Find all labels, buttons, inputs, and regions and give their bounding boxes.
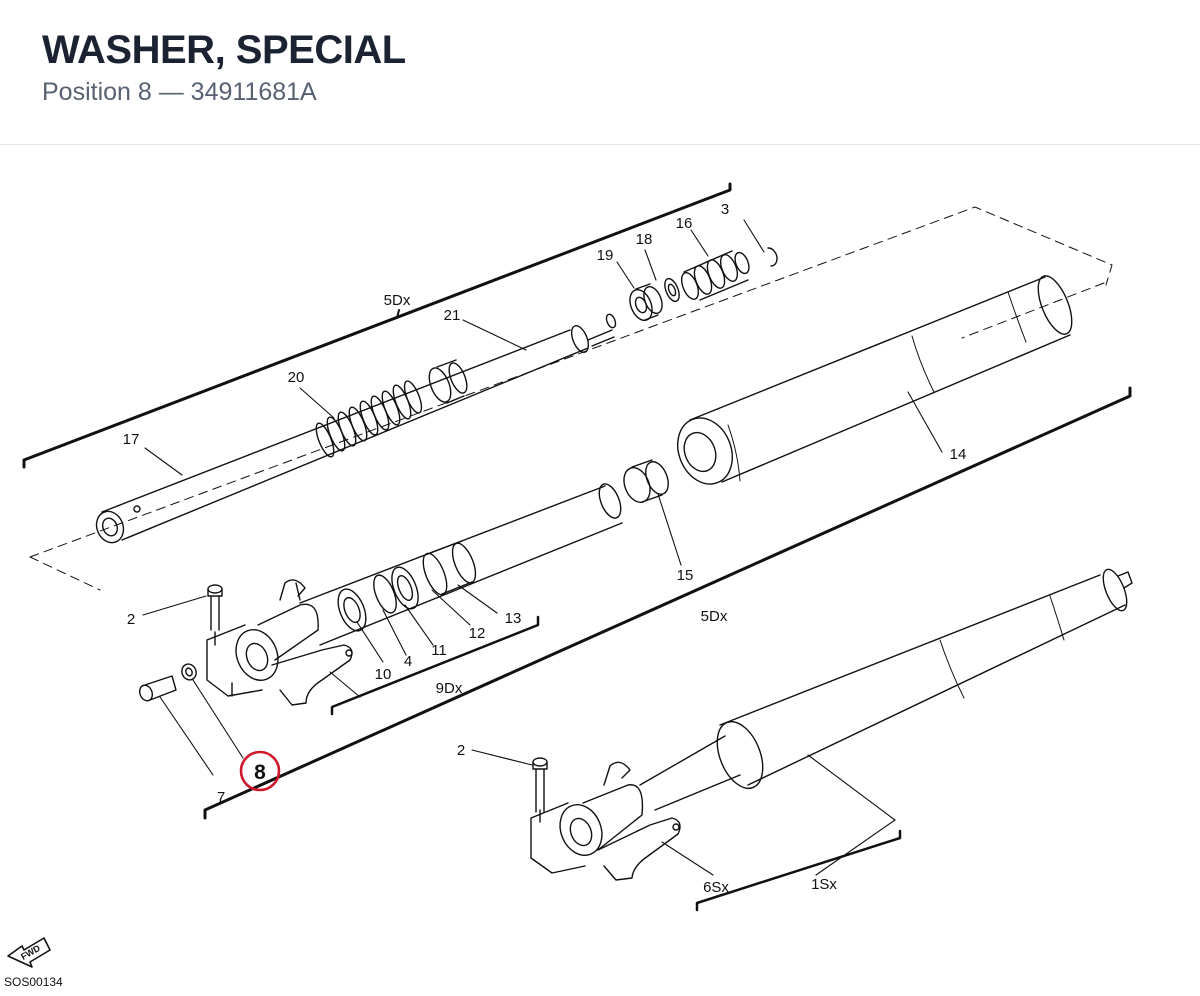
bushing-15: [623, 459, 669, 503]
exploded-parts-diagram: 3 16 18 19 21 5Dx 20 17 14 15 5Dx 13 12 …: [0, 145, 1200, 991]
callout-10: 10: [375, 666, 392, 683]
page-header: WASHER, SPECIAL Position 8 — 34911681A: [0, 0, 1200, 145]
fork-spring: [315, 380, 423, 458]
rod-spacer: [428, 359, 468, 404]
callout-5dx-mid: 5Dx: [701, 608, 728, 625]
dust-boot-16: [680, 250, 750, 301]
callout-18: 18: [636, 231, 653, 248]
bracket-9dx: [330, 615, 540, 716]
page-title: WASHER, SPECIAL: [42, 28, 406, 72]
callout-5dx-top: 5Dx: [384, 292, 411, 309]
screw-7: [138, 675, 177, 702]
bracket-5dx-mid: [203, 386, 1132, 820]
callout-3: 3: [721, 201, 729, 218]
callout-20: 20: [288, 369, 305, 386]
callout-8-label: 8: [254, 761, 266, 784]
leader-lines: [142, 219, 943, 876]
outer-tube: [677, 275, 1073, 485]
callout-14: 14: [950, 446, 967, 463]
bolt-2-lower: [532, 757, 548, 813]
highlighted-callout-8[interactable]: 8: [239, 750, 281, 792]
seals-stack: [337, 540, 477, 632]
callout-6sx: 6Sx: [703, 879, 729, 896]
callout-16: 16: [676, 215, 693, 232]
callout-1sx: 1Sx: [811, 876, 837, 893]
fwd-arrow-icon: [7, 937, 51, 968]
callout-19: 19: [597, 247, 614, 264]
washer-18: [664, 277, 680, 303]
callout-4: 4: [404, 653, 412, 670]
slider-tube-right: [299, 483, 623, 646]
callout-12: 12: [469, 625, 486, 642]
washer-8: [181, 663, 197, 681]
axle-clamp-right: [206, 579, 353, 706]
circlip-3: [767, 247, 778, 267]
page-subtitle: Position 8 — 34911681A: [42, 78, 317, 106]
callout-9dx: 9Dx: [436, 680, 463, 697]
dashed-envelope: [29, 206, 1113, 591]
callout-2-lower: 2: [457, 742, 465, 759]
callout-21: 21: [444, 307, 461, 324]
callout-17: 17: [123, 431, 140, 448]
callout-15: 15: [677, 567, 694, 584]
callout-2-upper: 2: [127, 611, 135, 628]
callout-13: 13: [505, 610, 522, 627]
assembled-fork-left: [530, 568, 1133, 881]
bracket-1sx: [695, 829, 902, 912]
bolt-2-upper: [207, 584, 223, 631]
top-cap-bushing: [629, 283, 663, 322]
bracket-5dx-top: [22, 182, 732, 469]
callout-7: 7: [217, 789, 225, 806]
drawing-code: SOS00134: [4, 975, 63, 989]
fork-diagram-svg: 3 16 18 19 21 5Dx 20 17 14 15 5Dx 13 12 …: [4, 182, 1133, 989]
callout-11: 11: [431, 642, 447, 659]
